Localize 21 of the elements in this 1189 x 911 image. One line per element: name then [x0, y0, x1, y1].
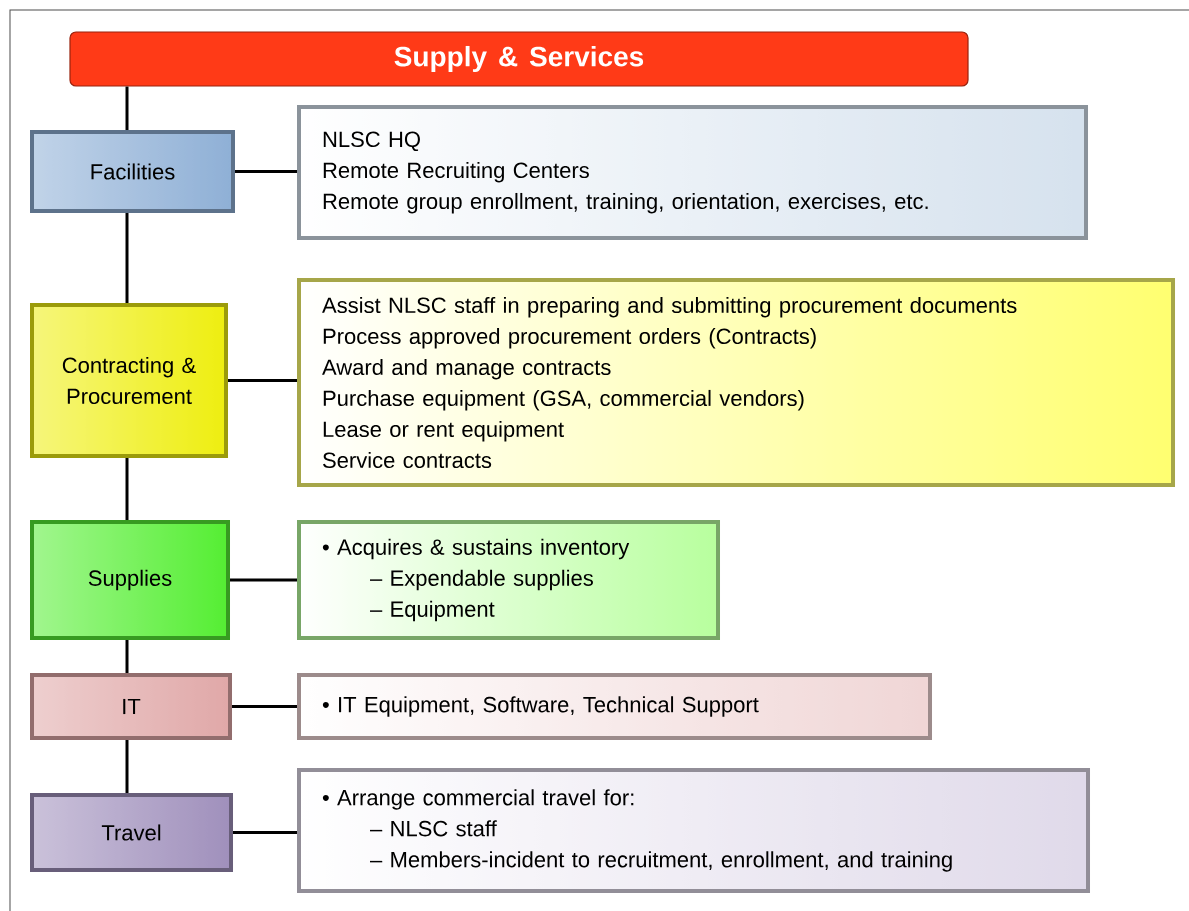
connector-line: [125, 640, 129, 673]
category-box: IT: [30, 673, 232, 740]
connector-line: [232, 705, 297, 708]
detail-box: NLSC HQ Remote Recruiting Centers Remote group enrollment, training, orientation, exercises, etc.: [297, 105, 1088, 240]
detail-box: Assist NLSC staff in preparing and submitting procurement documents Process approved procurement orders (Contracts) Award and manage contracts Purchase equipment (GSA, commercial vendors) Lease or rent equipment Service contracts: [297, 278, 1175, 487]
connector-line: [125, 213, 129, 303]
category-box: Facilities: [30, 130, 235, 213]
detail-box: • IT Equipment, Software, Technical Support: [297, 673, 932, 740]
connector-line: [125, 458, 129, 520]
title-banner: Supply & Services: [69, 31, 969, 87]
detail-box: • Arrange commercial travel for: – NLSC staff – Members-incident to recruitment, enrollment, and training: [297, 768, 1090, 893]
category-box: Contracting & Procurement: [30, 303, 228, 458]
connector-line: [230, 578, 297, 582]
connector-line: [235, 170, 297, 173]
category-box: Travel: [30, 793, 233, 872]
connector-line: [125, 740, 129, 793]
connector-line: [233, 831, 297, 834]
connector-line: [228, 379, 297, 382]
category-box: Supplies: [30, 520, 230, 640]
connector-line: [125, 86, 129, 130]
detail-box: • Acquires & sustains inventory – Expendable supplies – Equipment: [297, 520, 720, 640]
